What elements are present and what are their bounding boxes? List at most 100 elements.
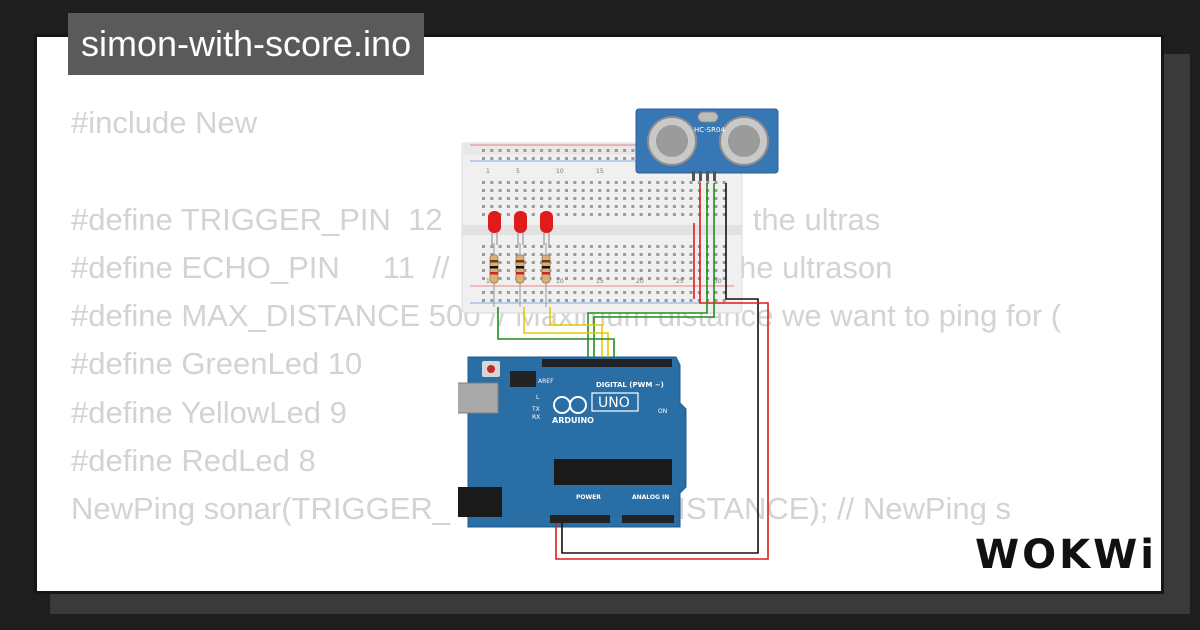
code-line: NewPing sonar(TRIGGER_ , MAX_DISTANCE); …: [71, 491, 1012, 527]
breadboard-hole: [664, 261, 668, 264]
breadboard-hole: [490, 253, 494, 256]
breadboard-hole: [598, 205, 602, 208]
breadboard-hole: [689, 277, 693, 280]
breadboard-hole: [664, 245, 668, 248]
breadboard-hole: [598, 269, 602, 272]
sensor-pin: [706, 171, 709, 181]
breadboard-hole: [556, 149, 560, 152]
breadboard-hole: [598, 299, 602, 302]
breadboard-hole: [689, 181, 693, 184]
breadboard-hole: [614, 149, 618, 152]
breadboard-hole: [722, 213, 726, 216]
column-number: 1: [486, 278, 490, 285]
breadboard-hole: [589, 157, 593, 160]
breadboard-hole: [714, 299, 718, 302]
breadboard-hole: [697, 181, 701, 184]
reset-button-cap: [487, 365, 495, 373]
code-line: #define GreenLed 10: [71, 346, 363, 382]
resistor: [515, 243, 525, 307]
led-red-3[interactable]: [540, 211, 553, 245]
l-led-label: L: [536, 394, 540, 401]
breadboard-hole: [515, 245, 519, 248]
breadboard-hole: [531, 277, 535, 280]
analog-label: ANALOG IN: [632, 494, 669, 501]
breadboard-hole: [531, 157, 535, 160]
circuit-diagram: 1 5 10 15 20 25 30 1 5 10 15 20 25 30 HC…: [458, 108, 779, 560]
breadboard-hole: [672, 205, 676, 208]
breadboard-hole: [606, 245, 610, 248]
breadboard-hole: [714, 245, 718, 248]
breadboard-hole: [722, 205, 726, 208]
breadboard-hole: [540, 181, 544, 184]
column-number: 10: [556, 278, 564, 285]
breadboard-hole: [573, 181, 577, 184]
breadboard-hole: [540, 205, 544, 208]
breadboard-hole: [573, 299, 577, 302]
led-red-2[interactable]: [514, 211, 527, 245]
wires: [497, 183, 769, 560]
led-body: [514, 211, 527, 233]
led-red-1[interactable]: [488, 211, 501, 245]
breadboard-hole: [523, 277, 527, 280]
breadboard-hole: [556, 253, 560, 256]
breadboard-hole: [722, 189, 726, 192]
breadboard-hole: [672, 291, 676, 294]
breadboard-hole: [482, 189, 485, 192]
breadboard-hole: [506, 291, 510, 294]
breadboard-hole: [648, 269, 651, 272]
breadboard-hole: [523, 205, 527, 208]
breadboard-hole: [664, 197, 668, 200]
breadboard-hole: [531, 269, 535, 272]
breadboard-hole: [722, 277, 726, 280]
breadboard-hole: [722, 291, 726, 294]
breadboard-hole: [581, 189, 585, 192]
breadboard-hole: [482, 245, 485, 248]
breadboard-hole: [506, 205, 510, 208]
breadboard-hole: [598, 149, 602, 152]
breadboard-hole: [556, 291, 560, 294]
breadboard-hole: [606, 291, 610, 294]
wire-led-green: [497, 307, 615, 357]
breadboard-hole: [598, 245, 602, 248]
breadboard-hole: [672, 299, 676, 302]
breadboard-hole: [506, 189, 510, 192]
breadboard-hole: [556, 189, 560, 192]
breadboard-hole: [548, 205, 552, 208]
breadboard-hole: [672, 269, 676, 272]
breadboard-hole: [664, 269, 668, 272]
breadboard-hole: [482, 277, 485, 280]
breadboard-hole: [515, 253, 519, 256]
sensor-pin: [699, 171, 702, 181]
breadboard-hole: [482, 253, 485, 256]
breadboard-hole: [656, 181, 660, 184]
power-label: POWER: [576, 494, 601, 501]
breadboard-hole: [598, 213, 602, 216]
breadboard-hole: [689, 245, 693, 248]
breadboard-hole: [614, 213, 618, 216]
board-model: UNO: [598, 395, 630, 411]
breadboard-hole: [606, 213, 610, 216]
breadboard-hole: [606, 253, 610, 256]
wokwi-logo-text: WOKWi: [975, 532, 1157, 578]
breadboard-hole: [606, 149, 610, 152]
power-jack: [458, 487, 502, 517]
breadboard-hole: [681, 299, 685, 302]
breadboard-hole: [606, 261, 610, 264]
breadboard-hole: [656, 213, 660, 216]
breadboard-hole: [631, 213, 635, 216]
breadboard-hole: [581, 181, 585, 184]
breadboard-hole: [531, 213, 535, 216]
breadboard-hole: [656, 291, 660, 294]
breadboard-hole: [614, 299, 618, 302]
atmega-chip: [554, 459, 672, 485]
digital-label: DIGITAL (PWM ~): [596, 381, 664, 389]
breadboard-hole: [681, 205, 685, 208]
breadboard-hole: [506, 197, 510, 200]
breadboard-hole: [581, 277, 585, 280]
breadboard-hole: [498, 197, 502, 200]
breadboard-hole: [581, 213, 585, 216]
breadboard-hole: [631, 189, 635, 192]
code-line: #include New: [71, 105, 258, 140]
breadboard-hole: [506, 149, 510, 152]
breadboard-hole: [714, 253, 718, 256]
